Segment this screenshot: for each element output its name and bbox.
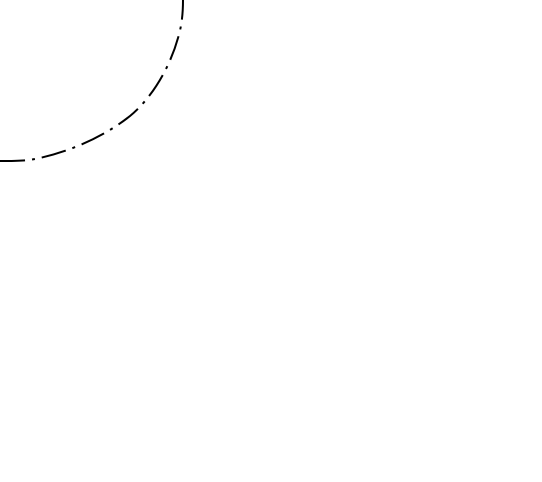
dash-dot-arc	[0, 0, 184, 162]
